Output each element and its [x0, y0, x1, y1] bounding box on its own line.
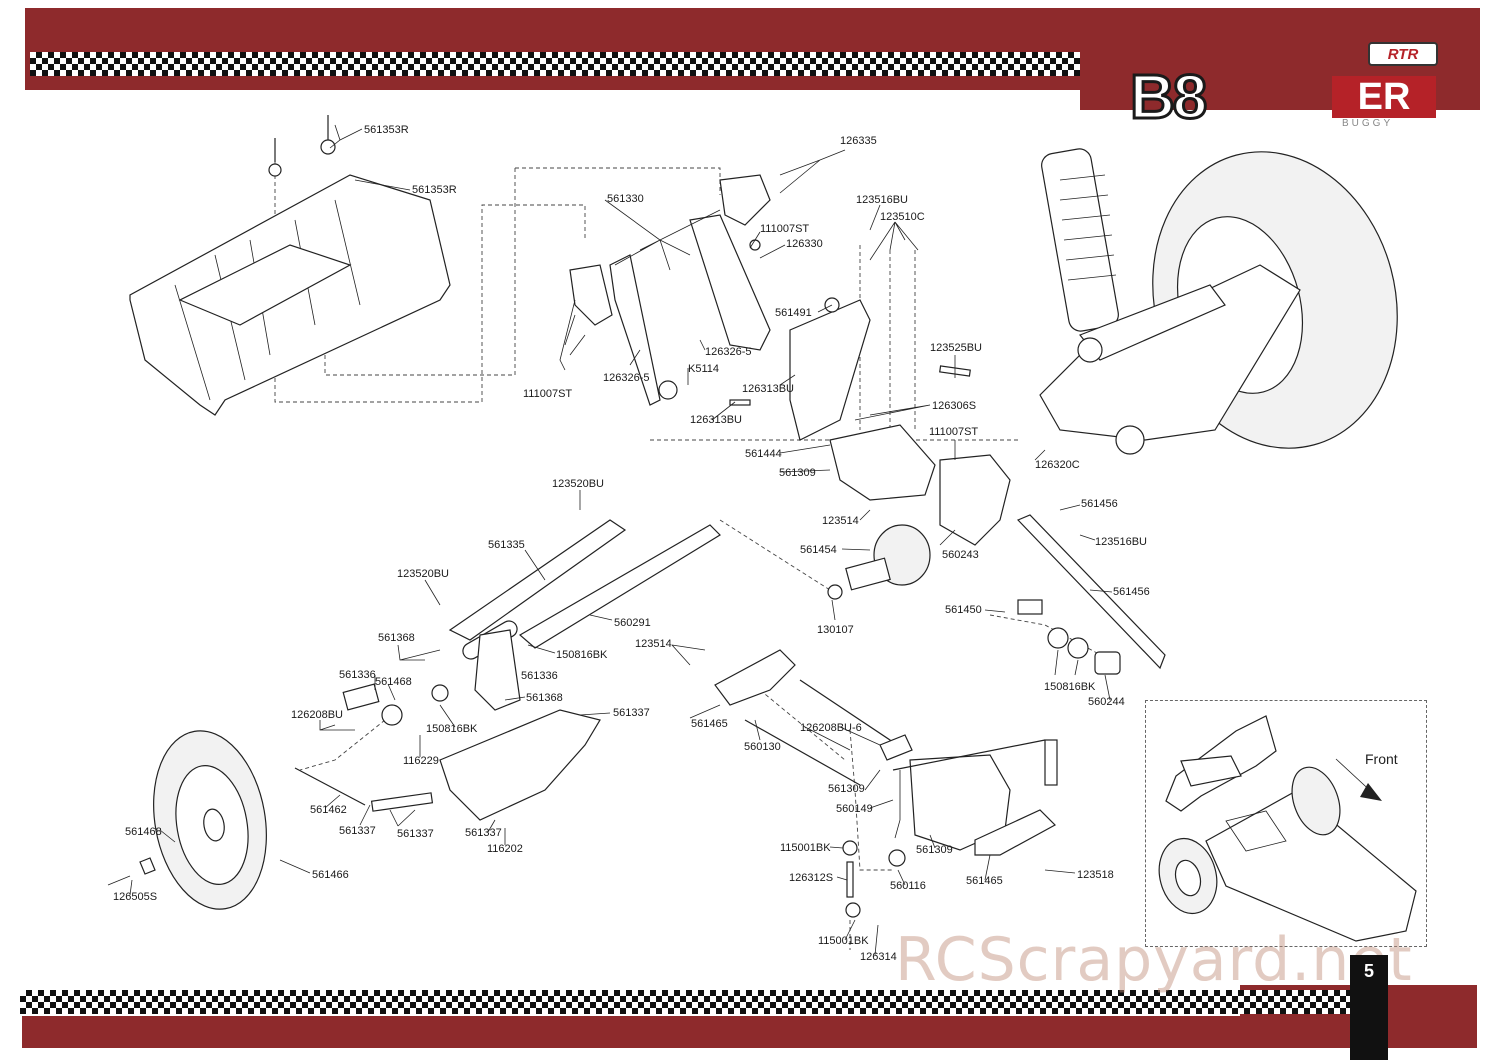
- part-label: 560116: [890, 880, 926, 892]
- part-label: 561337: [397, 828, 434, 840]
- part-label: 561465: [966, 875, 1003, 887]
- part-label: 111007ST: [523, 388, 572, 400]
- part-label: 561462: [310, 804, 347, 816]
- part-label: 126320C: [1035, 459, 1080, 471]
- part-label: 561337: [465, 827, 502, 839]
- part-label: 123520BU: [397, 568, 449, 580]
- part-label: 126326-5: [705, 346, 752, 358]
- part-label: 560130: [744, 741, 781, 753]
- part-label: 123510C: [880, 211, 925, 223]
- logo-rtr-badge: RTR: [1368, 42, 1438, 66]
- rear-gearbox: [827, 424, 1166, 675]
- part-label: 123514: [635, 638, 672, 650]
- part-label: 123518: [1077, 869, 1114, 881]
- part-label: 115001BK: [780, 842, 831, 854]
- part-label: 123516BU: [1095, 536, 1147, 548]
- part-label: 561465: [691, 718, 728, 730]
- part-label: 126306S: [932, 400, 976, 412]
- front-direction-label: Front: [1365, 751, 1398, 767]
- part-label: 126313BU: [690, 414, 742, 426]
- part-label: 111007ST: [760, 223, 809, 235]
- part-label: 561309: [828, 783, 865, 795]
- part-label: 115001BK: [818, 935, 869, 947]
- logo-main-text: B8: [1128, 63, 1208, 132]
- part-label: 561309: [916, 844, 953, 856]
- part-label: 561353R: [364, 124, 409, 136]
- logo-suffix: ER: [1332, 76, 1436, 118]
- part-label: 560244: [1088, 696, 1125, 708]
- header-band: [25, 8, 1480, 90]
- part-label: 126312S: [789, 872, 833, 884]
- checkered-stripe-bottom: [20, 990, 1360, 1014]
- part-label: 561454: [800, 544, 837, 556]
- part-label: 561368: [526, 692, 563, 704]
- part-label: 130107: [817, 624, 854, 636]
- part-label: 116229: [403, 755, 439, 767]
- part-label: 126208BU-6: [800, 722, 862, 734]
- part-label: 150816BK: [556, 649, 608, 661]
- part-label: 561456: [1081, 498, 1118, 510]
- rear-suspension-linkage: [294, 519, 721, 821]
- part-label: 560243: [942, 549, 979, 561]
- part-label: 150816BK: [1044, 681, 1096, 693]
- part-label: 116202: [487, 843, 523, 855]
- part-label: 126313BU: [742, 383, 794, 395]
- part-label: 126335: [840, 135, 877, 147]
- rear-suspension-illustration: [1039, 148, 1398, 455]
- part-label: 123520BU: [552, 478, 604, 490]
- part-label: 126505S: [113, 891, 157, 903]
- part-label: 126326-5: [603, 372, 650, 384]
- label-leader-lines: [129, 124, 1113, 956]
- part-label: 561330: [607, 193, 644, 205]
- page-number: 5: [1350, 955, 1388, 1060]
- part-label: 561456: [1113, 586, 1150, 598]
- part-label: 561491: [775, 307, 812, 319]
- part-label: 561468: [375, 676, 412, 688]
- part-label: 560149: [836, 803, 873, 815]
- part-label: 126208BU: [291, 709, 343, 721]
- part-label: 561466: [312, 869, 349, 881]
- part-label: 561368: [378, 632, 415, 644]
- part-label: 560291: [614, 617, 651, 629]
- watermark-text: RCScrapyard.net: [895, 925, 1413, 995]
- part-label: 561336: [339, 669, 376, 681]
- logo-subtitle: BUGGY: [1342, 118, 1394, 129]
- part-label: 561309: [779, 467, 816, 479]
- assembled-view-inset: [1145, 700, 1427, 947]
- part-label: 123525BU: [930, 342, 982, 354]
- part-label: K5114: [688, 363, 719, 375]
- part-label: 561335: [488, 539, 525, 551]
- rear-wheel: [107, 730, 267, 910]
- part-label: 123516BU: [856, 194, 908, 206]
- assembled-car-illustration: [1158, 715, 1417, 942]
- part-label: 111007ST: [929, 426, 978, 438]
- part-label: 561468: [125, 826, 162, 838]
- part-label: 561336: [521, 670, 558, 682]
- part-label: 123514: [822, 515, 859, 527]
- rear-wing: [129, 115, 451, 416]
- part-label: 126314: [860, 951, 897, 963]
- part-label: 561353R: [412, 184, 457, 196]
- part-label: 561450: [945, 604, 982, 616]
- part-label: 561337: [613, 707, 650, 719]
- part-labels: 561353R 561353R 126335 561330 111007ST 1…: [113, 124, 1150, 963]
- rear-shock-tower: [569, 174, 971, 441]
- part-label: 150816BK: [426, 723, 478, 735]
- part-label: 126330: [786, 238, 823, 250]
- chassis-center-parts: [714, 649, 1058, 918]
- part-label: 561444: [745, 448, 782, 460]
- checkered-stripe-top: [30, 52, 1080, 76]
- part-label: 561337: [339, 825, 376, 837]
- footer-band: [22, 1016, 1477, 1048]
